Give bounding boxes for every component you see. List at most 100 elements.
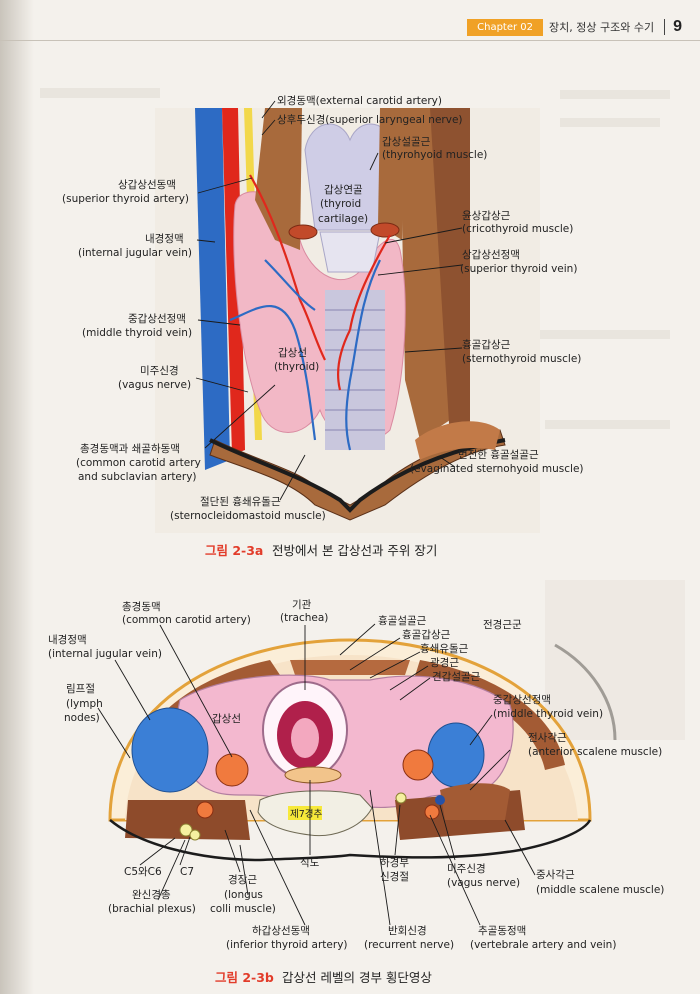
c7-vertebra-label-bg: [288, 806, 322, 820]
label-prevertebral: 전경근군: [483, 618, 522, 631]
label-thyrohyoid-ko: 갑상설골근: [382, 136, 431, 148]
label-brachial-ko: 완신경총: [132, 888, 171, 901]
figure-a-caption: 그림 2-3a 전방에서 본 갑상선과 주위 장기: [205, 543, 437, 558]
clavicle-outline: [209, 438, 506, 513]
show-through-text: [560, 90, 670, 99]
figure-b-caption-number: 그림 2-3b: [215, 970, 274, 985]
label-platysma: 광경근: [430, 656, 459, 669]
label-int-jugular-en: (internal jugular vein): [78, 247, 192, 259]
label-sup-thyroid-artery-en: (superior thyroid artery): [62, 193, 189, 205]
label-trachea-en: (trachea): [280, 612, 328, 624]
internal-jugular-right: [427, 722, 485, 788]
label-common-carotid-ko: 총경동맥: [122, 600, 161, 613]
internal-jugular-left: [131, 707, 209, 793]
label-int-jugular-en: (internal jugular vein): [48, 648, 162, 660]
figure-b-labels: 총경동맥 (common carotid artery) 기관 (trachea…: [48, 599, 664, 951]
label-recurrent-ko: 반회신경: [388, 924, 427, 937]
trachea-mucosa: [291, 718, 319, 758]
label-vagus-ko: 미주신경: [447, 862, 486, 875]
label-c7-vertebra: 제7경추: [290, 808, 323, 820]
figure-b-caption: 그림 2-3b 갑상선 레벨의 경부 횡단영상: [215, 970, 432, 985]
figure-b-leader-lines: [97, 623, 536, 926]
label-int-jugular-ko: 내경정맥: [48, 633, 87, 646]
label-superior-laryngeal: 상후두신경(superior laryngeal nerve): [277, 113, 463, 126]
label-thyroid-cartilage-en1: (thyroid: [320, 198, 361, 210]
label-int-jugular-ko: 내경정맥: [145, 232, 184, 245]
label-scm-en: (sternocleidomastoid muscle): [170, 510, 326, 522]
label-common-carotid-ko: 총경동맥과 쇄골하동맥: [80, 442, 180, 455]
label-mid-scalene-ko: 중사각근: [536, 869, 575, 881]
label-cricothyroid-ko: 윤상갑상근: [462, 210, 511, 222]
label-sup-thyroid-artery-ko: 상갑상선동맥: [118, 179, 176, 191]
label-sup-thyroid-vein-ko: 상갑상선정맥: [462, 249, 520, 261]
common-carotid-artery: [222, 108, 245, 455]
label-lymph-ko: 림프절: [66, 682, 95, 695]
label-inf-cervical-ko2: 신경절: [380, 870, 409, 883]
running-header: Chapter 02 장치, 정상 구조와 수기 9: [467, 14, 682, 40]
label-longus-en1: (longus: [224, 889, 263, 901]
deep-neck-muscles-left: [125, 800, 250, 840]
show-through-text: [560, 118, 660, 127]
superior-thyroid-arteries: [249, 174, 391, 391]
label-evaginated-en: (evaginated sternohyoid muscle): [410, 463, 584, 475]
label-mid-scalene-en: (middle scalene muscle): [536, 884, 664, 896]
label-longus-ko: 경장근: [228, 873, 257, 886]
label-scm-ko: 절단된 흉쇄유돌근: [200, 495, 281, 508]
label-inf-cervical-ko1: 하경부: [380, 856, 409, 869]
vertebral-artery-left: [196, 801, 214, 819]
page-number: 9: [673, 18, 682, 35]
label-mid-thyroid-vein-en: (middle thyroid vein): [493, 708, 603, 720]
label-cricothyroid-en: (cricothyroid muscle): [462, 223, 573, 235]
header-separator: [664, 19, 666, 35]
label-lymph-en1: (lymph: [66, 698, 103, 710]
label-trachea-ko: 기관: [292, 599, 312, 611]
page-gutter-shadow: [0, 0, 34, 994]
cricothyroid-muscle-left: [288, 224, 318, 240]
label-ant-scalene-en: (anterior scalene muscle): [528, 746, 662, 758]
show-through-text: [540, 330, 670, 339]
label-thyroid-cartilage-en2: cartilage): [318, 213, 368, 225]
show-through-box: [545, 580, 685, 740]
label-thyroid-en: (thyroid): [274, 361, 319, 373]
posterior-outline: [109, 819, 592, 862]
cricoid-cartilage: [319, 231, 381, 273]
header-title: 장치, 정상 구조와 수기: [549, 21, 655, 34]
label-c7: C7: [180, 866, 194, 878]
figure-a-illustration: [155, 108, 540, 533]
label-vagus-en: (vagus nerve): [118, 379, 191, 391]
inferior-cervical-ganglion: [395, 792, 407, 804]
label-external-carotid: 외경동맥(external carotid artery): [277, 94, 442, 107]
label-thyroid-section: 갑상선: [212, 713, 241, 725]
label-recurrent-en: (recurrent nerve): [364, 939, 454, 951]
label-evaginated-ko: 번전한 흉골설골근: [458, 448, 539, 461]
c7-nerve-root: [189, 829, 201, 841]
chapter-badge: Chapter 02: [467, 18, 544, 36]
label-inf-thyroid-en: (inferior thyroid artery): [226, 939, 348, 951]
label-common-carotid-en: (common carotid artery): [122, 614, 251, 626]
common-carotid-left: [215, 753, 249, 787]
label-scm: 흉쇄유돌근: [420, 642, 469, 655]
header-rule: [0, 40, 700, 41]
figure-a-labels: 외경동맥(external carotid artery) 상후두신경(supe…: [62, 94, 584, 522]
show-through-text: [545, 420, 670, 429]
vertebral-artery-right: [424, 804, 440, 820]
label-mid-thyroid-vein-ko: 중갑상선정맥: [493, 694, 551, 706]
evaginated-sternohyoid: [415, 421, 500, 460]
anterior-scalene: [440, 783, 510, 820]
label-longus-en2: colli muscle): [210, 903, 276, 915]
vagus-nerve-right: [435, 795, 445, 805]
figure-a-caption-number: 그림 2-3a: [205, 543, 263, 558]
label-sup-thyroid-vein-en: (superior thyroid vein): [460, 263, 577, 275]
label-vertebral-en: (vertebrale artery and vein): [470, 939, 616, 951]
brachial-plexus-left: [179, 823, 193, 837]
prevertebral-fascia-arc: [554, 643, 617, 741]
label-common-carotid-en1: (common carotid artery: [76, 457, 201, 469]
internal-jugular-vein: [195, 108, 230, 470]
figure-a-leader-lines: [195, 100, 463, 501]
esophagus-section: [284, 766, 342, 784]
figure-b-illustration: [108, 638, 617, 862]
label-vagus-ko: 미주신경: [140, 364, 179, 377]
label-sternohyoid: 흉골설골근: [378, 614, 427, 627]
label-ant-scalene-ko: 전사각근: [528, 732, 567, 744]
label-vertebral-ko: 추골동정맥: [478, 925, 526, 937]
